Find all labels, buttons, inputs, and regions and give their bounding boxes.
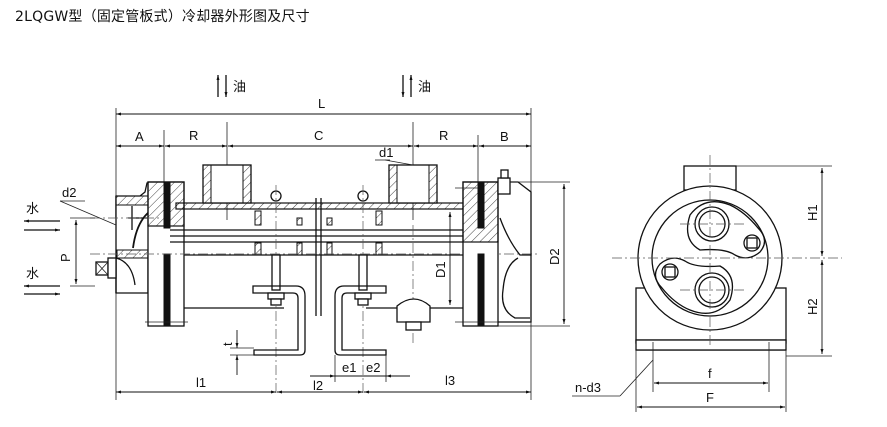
dim-D2: D2 [498, 181, 570, 327]
right-water-cover [497, 169, 532, 323]
D2-label: D2 [547, 248, 562, 265]
right-tube-sheet [455, 181, 500, 327]
end-view: H1 H2 f F n-d3 [572, 155, 842, 412]
dim-f-F: f F [635, 350, 787, 412]
P-label: P [58, 253, 73, 262]
e2-label: e2 [366, 360, 380, 375]
oil-inlet-indicator: 油 [216, 75, 246, 97]
oil-label: 油 [233, 80, 246, 95]
d2-label: d2 [62, 185, 76, 200]
t-label: t [220, 342, 235, 346]
C-label: C [314, 128, 323, 143]
oil-nozzle-right: d1 [375, 145, 438, 204]
cover-lobe-upper [686, 201, 766, 259]
oil-nozzle-left [202, 164, 252, 204]
H1-label: H1 [805, 204, 820, 221]
H2-label: H2 [805, 298, 820, 315]
dim-chain-top: A R C R B [116, 122, 531, 220]
dim-H: H1 H2 [736, 165, 832, 357]
oil-label-2: 油 [418, 80, 431, 95]
R-label: R [189, 128, 198, 143]
dim-P: P [58, 217, 95, 287]
support-bracket-left [252, 254, 306, 356]
f-label: f [708, 366, 712, 381]
drain-valve [396, 298, 431, 331]
oil-outlet-indicator: 油 [401, 75, 431, 97]
d1-label: d1 [379, 145, 393, 160]
dim-chain-bottom: l1 l2 l3 [116, 373, 531, 394]
nd3-callout: n-d3 [572, 359, 654, 397]
shell-body [170, 198, 470, 316]
water-flow-upper: 水 [24, 202, 60, 232]
e1-label: e1 [342, 360, 356, 375]
d2-callout: d2 [59, 185, 117, 226]
support-bracket-right [334, 254, 387, 356]
bolt-left [661, 263, 679, 281]
water-label: 水 [26, 202, 39, 217]
cover-lobe-lower [654, 257, 734, 314]
dim-D1: D1 [433, 212, 452, 305]
R-label-2: R [439, 128, 448, 143]
water-flow-lower: 水 [24, 267, 60, 296]
nd3-label: n-d3 [575, 380, 601, 395]
B-label: B [500, 129, 509, 144]
dim-e: e1 e2 [310, 355, 410, 382]
baffles [254, 210, 383, 256]
D1-label: D1 [433, 261, 448, 278]
dim-t: t [220, 330, 254, 375]
l1-label: l1 [196, 375, 206, 390]
l2-label: l2 [313, 378, 323, 393]
drawing-title: 2LQGW型（固定管板式）冷却器外形图及尺寸 [15, 9, 310, 25]
L-label: L [318, 96, 325, 111]
water-label-2: 水 [26, 267, 39, 282]
A-label: A [135, 129, 144, 144]
l3-label: l3 [445, 373, 455, 388]
F-label: F [706, 390, 714, 405]
side-view: 油 油 L A R C R B [24, 75, 570, 400]
bolt-right [743, 234, 761, 252]
